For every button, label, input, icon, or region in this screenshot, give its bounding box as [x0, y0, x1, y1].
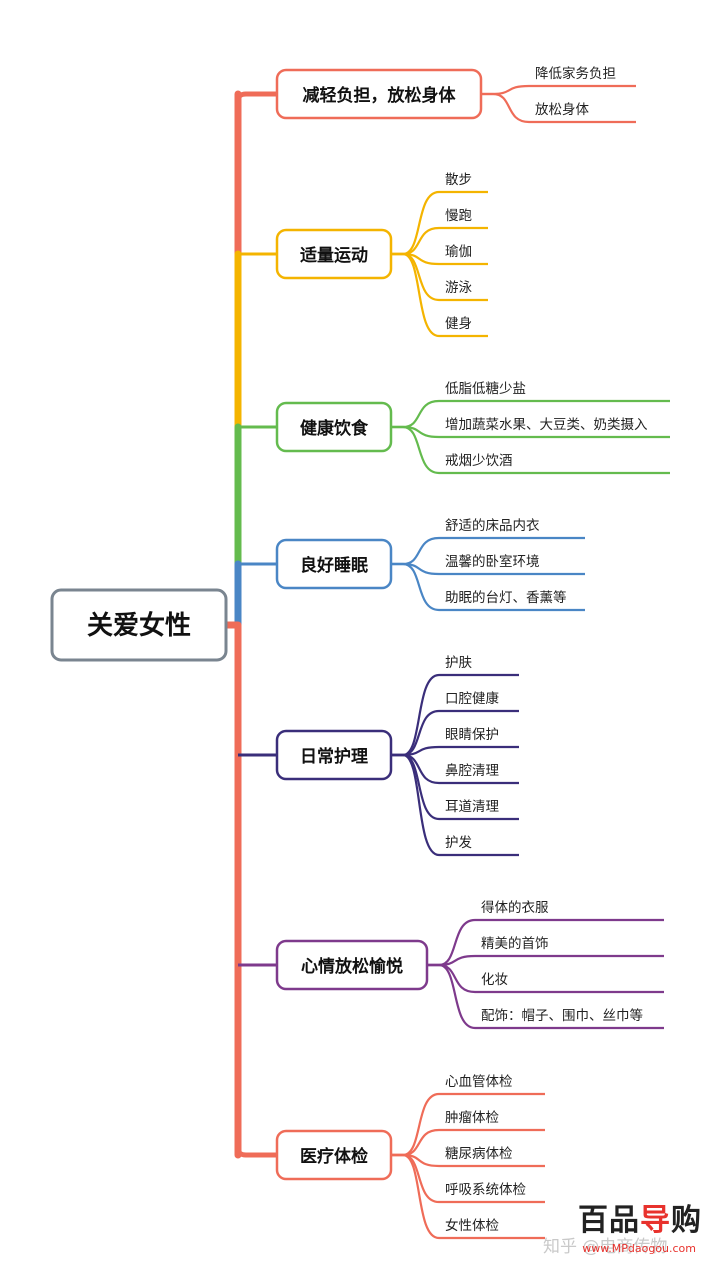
leaf-label: 降低家务负担: [535, 65, 616, 82]
leaf-label: 肿瘤体检: [445, 1109, 499, 1126]
leaf-label: 护发: [445, 835, 472, 851]
leaf-label: 戒烟少饮酒: [445, 453, 513, 469]
leaf-label: 慢跑: [445, 207, 472, 224]
branch-label: 减轻负担，放松身体: [303, 85, 457, 106]
leaf-connector: [427, 954, 664, 967]
trunk-top-corner: [235, 91, 277, 102]
leaf-label: 护肤: [445, 655, 472, 671]
leaf-label: 瑜伽: [445, 244, 472, 260]
leaf-node: 护发: [391, 753, 519, 857]
branch-label: 日常护理: [300, 746, 368, 767]
leaf-connector: [427, 963, 664, 994]
leaf-label: 女性体检: [445, 1217, 499, 1234]
branch-label: 适量运动: [300, 245, 368, 266]
leaf-connector: [391, 425, 670, 475]
leaf-node: 降低家务负担: [481, 65, 636, 96]
leaf-connector: [391, 673, 519, 757]
leaf-label: 口腔健康: [445, 690, 499, 707]
leaf-label: 化妆: [481, 972, 508, 988]
branch-label: 心情放松愉悦: [301, 956, 403, 977]
leaf-node: 配饰：帽子、围巾、丝巾等: [427, 963, 664, 1030]
root-node: 关爱女性: [50, 588, 238, 662]
leaf-label: 呼吸系统体检: [445, 1182, 526, 1198]
branch-label: 医疗体检: [300, 1146, 368, 1167]
leaf-connector: [391, 252, 488, 338]
leaf-connector: [481, 92, 636, 124]
leaf-label: 心血管体检: [445, 1074, 513, 1090]
leaf-label: 舒适的床品内衣: [445, 518, 540, 534]
leaf-node: 呼吸系统体检: [391, 1153, 545, 1204]
leaf-node: 增加蔬菜水果、大豆类、奶类摄入: [391, 417, 670, 439]
zhihu-watermark: 知乎 @电商传物: [543, 1237, 668, 1257]
mpdaogou-logo: 百品导购: [578, 1203, 702, 1238]
trunk-bottom-corner: [235, 1147, 277, 1158]
leaf-label: 精美的首饰: [481, 936, 549, 952]
leaf-node: 慢跑: [391, 207, 488, 256]
leaf-connector: [481, 84, 636, 96]
leaf-label: 助眠的台灯、香薰等: [445, 589, 567, 606]
leaf-label: 低脂低糖少盐: [445, 381, 526, 397]
leaf-node: 女性体检: [391, 1153, 545, 1240]
leaf-node: 健身: [391, 252, 488, 338]
leaf-node: 化妆: [427, 963, 664, 994]
leaf-label: 糖尿病体检: [445, 1146, 513, 1162]
branch-label: 健康饮食: [300, 418, 369, 439]
leaf-connector: [391, 226, 488, 256]
leaf-node: 散步: [391, 172, 488, 256]
leaf-label: 配饰：帽子、围巾、丝巾等: [481, 1007, 643, 1024]
leaf-node: 口腔健康: [391, 690, 519, 757]
root-label: 关爱女性: [87, 610, 191, 641]
leaf-label: 游泳: [445, 280, 472, 296]
leaf-connector: [391, 252, 488, 302]
leaf-connector: [391, 753, 519, 857]
leaf-label: 健身: [445, 316, 472, 332]
leaf-connector: [391, 562, 585, 612]
leaf-node: 精美的首饰: [427, 936, 664, 967]
leaf-label: 散步: [445, 172, 472, 188]
leaf-connector: [391, 1153, 545, 1240]
leaf-connector: [391, 190, 488, 256]
leaf-connector: [427, 963, 664, 1030]
leaf-node: 温馨的卧室环境: [391, 553, 585, 576]
leaf-node: 游泳: [391, 252, 488, 302]
leaf-node: 放松身体: [481, 92, 636, 124]
leaf-label: 增加蔬菜水果、大豆类、奶类摄入: [445, 417, 648, 433]
leaf-node: 戒烟少饮酒: [391, 425, 670, 475]
leaf-label: 耳道清理: [445, 799, 499, 815]
leaf-label: 温馨的卧室环境: [445, 553, 540, 570]
mpdaogou-url: www.MPdaogou.com: [582, 1242, 696, 1255]
leaf-label: 眼睛保护: [445, 727, 499, 743]
leaf-node: 助眠的台灯、香薰等: [391, 562, 585, 612]
leaf-label: 放松身体: [535, 102, 589, 118]
leaf-label: 鼻腔清理: [445, 762, 499, 779]
leaf-label: 得体的衣服: [481, 899, 549, 916]
branch-label: 良好睡眠: [300, 555, 368, 576]
